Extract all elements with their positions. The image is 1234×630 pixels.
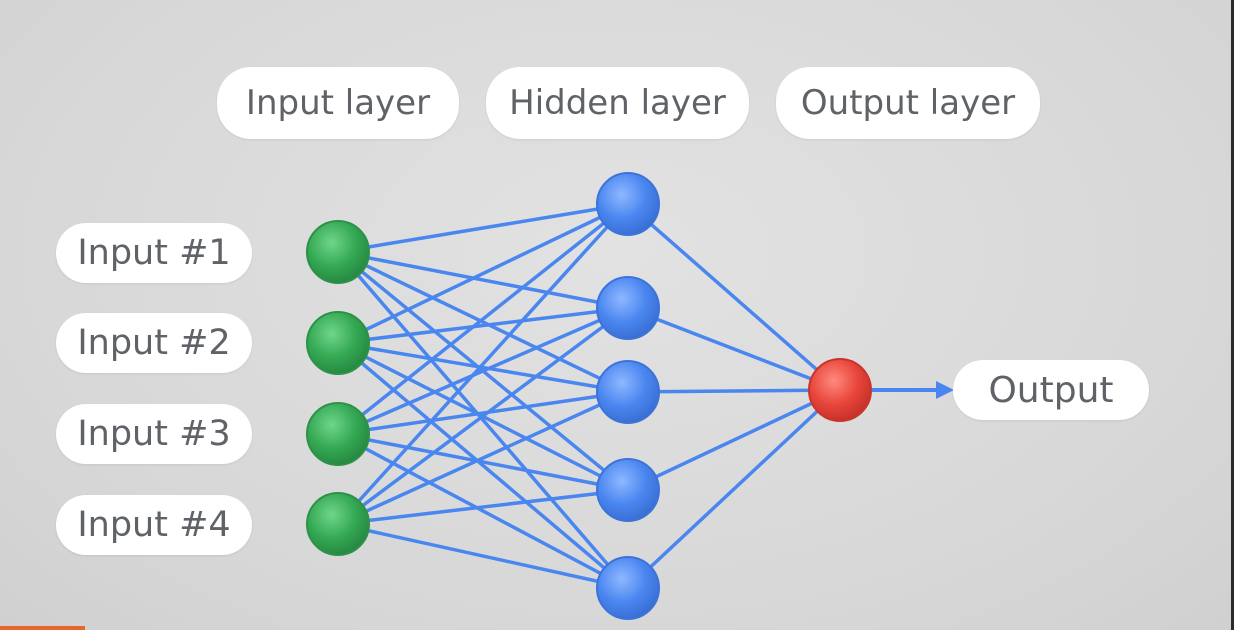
edge-input2-hidden5 [336,341,630,590]
edge-input2-hidden1 [337,202,629,345]
edge-input1-hidden5 [336,250,630,590]
edge-hidden4-output [627,388,841,492]
edge-input3-hidden5 [337,432,629,590]
edge-input1-hidden1 [337,202,629,254]
edge-input3-hidden2 [337,306,629,436]
input-node-4 [306,492,370,556]
input-node-1 [306,220,370,284]
output-label: Output [953,360,1149,420]
hidden-node-1 [596,172,660,236]
input-node-2 [306,311,370,375]
progress-accent [0,626,85,630]
edge-hidden5-output [626,388,842,590]
edge-input2-hidden2 [337,306,629,345]
edge-input1-hidden3 [337,250,629,394]
nodes [306,172,872,620]
input-4-label: Input #4 [56,495,252,555]
edge-hidden3-output [627,388,841,394]
output-node [808,358,872,422]
edge-input4-hidden1 [336,202,630,526]
output-arrow [872,381,954,399]
edge-hidden1-output [626,202,842,392]
input-2-label: Input #2 [56,313,252,373]
edge-hidden2-output [627,306,841,392]
hidden-node-4 [596,458,660,522]
hidden-layer-label: Hidden layer [486,67,749,139]
hidden-node-5 [596,556,660,620]
input-layer-label: Input layer [217,67,459,139]
frame-edge [1231,0,1234,630]
output-layer-label: Output layer [776,67,1040,139]
edge-input3-hidden1 [336,202,630,436]
hidden-node-2 [596,276,660,340]
hidden-node-3 [596,360,660,424]
edge-input3-hidden4 [337,432,629,492]
connections [336,202,842,590]
edge-input2-hidden3 [337,341,629,394]
edge-input3-hidden3 [337,390,629,436]
edge-input4-hidden2 [336,306,630,526]
edge-input4-hidden5 [337,522,629,590]
edge-input1-hidden2 [337,250,629,310]
edge-input4-hidden4 [337,488,629,526]
input-1-label: Input #1 [56,223,252,283]
input-3-label: Input #3 [56,404,252,464]
edge-input4-hidden3 [337,390,629,526]
input-node-3 [306,402,370,466]
